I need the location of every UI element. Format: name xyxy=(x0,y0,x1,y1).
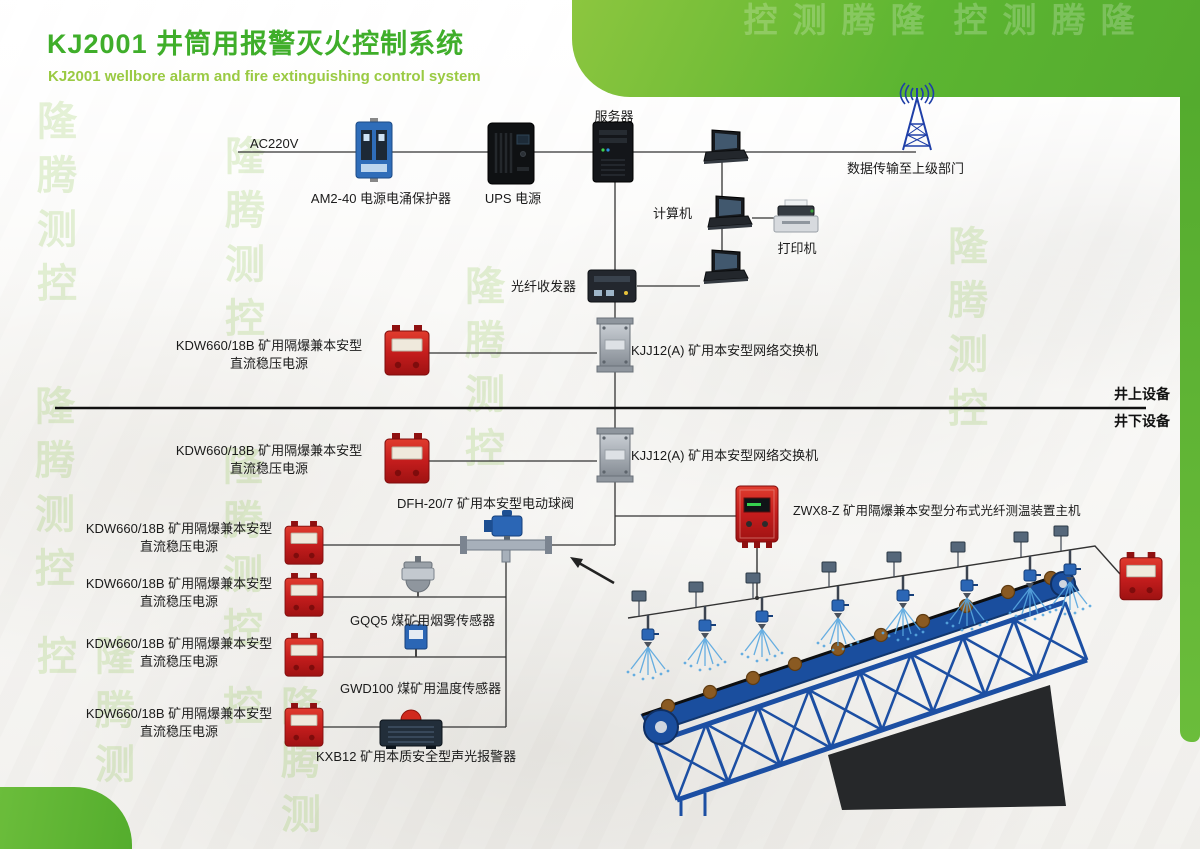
label-kdw-power-6: KDW660/18B 矿用隔爆兼本安型 直流稳压电源 xyxy=(73,705,285,741)
kdw-power-icon xyxy=(284,520,324,565)
printer-icon xyxy=(773,199,819,233)
label-kdw-line2: 直流稳压电源 xyxy=(139,654,218,669)
label-ups: UPS 电源 xyxy=(484,191,542,206)
sprinkler-icon xyxy=(815,560,861,653)
sprinkler-icon xyxy=(682,580,728,673)
kdw-power-icon xyxy=(284,702,324,747)
fiber-transceiver-icon xyxy=(587,269,637,303)
label-surface-equipment: 井上设备 xyxy=(1114,386,1170,402)
laptop-icon xyxy=(703,129,749,165)
label-kdw-power-1: KDW660/18B 矿用隔爆兼本安型 直流稳压电源 xyxy=(163,337,375,373)
network-switch-icon xyxy=(596,317,634,373)
label-kdw-line2: 直流稳压电源 xyxy=(139,539,218,554)
label-kdw-power-2: KDW660/18B 矿用隔爆兼本安型 直流稳压电源 xyxy=(163,442,375,478)
label-kdw-line1: KDW660/18B 矿用隔爆兼本安型 xyxy=(175,443,363,458)
label-kdw-power-5: KDW660/18B 矿用隔爆兼本安型 直流稳压电源 xyxy=(73,635,285,671)
page-subtitle: KJ2001 wellbore alarm and fire extinguis… xyxy=(48,68,481,85)
label-smoke-sensor: GQQ5 煤矿用烟雾传感器 xyxy=(350,613,496,628)
network-switch-icon xyxy=(596,427,634,483)
alarm-icon xyxy=(379,709,443,749)
label-kdw-line1: KDW660/18B 矿用隔爆兼本安型 xyxy=(85,706,273,721)
ball-valve-icon xyxy=(460,510,552,563)
surge-protector-icon xyxy=(355,118,393,182)
sprinkler-icon xyxy=(625,589,671,682)
page-title: KJ2001 井筒用报警灭火控制系统 xyxy=(47,29,465,59)
label-fiber-temp-host: ZWX8-Z 矿用隔爆兼本安型分布式光纤测温装置主机 xyxy=(793,504,1081,518)
kdw-power-icon xyxy=(284,632,324,677)
temp-sensor-icon xyxy=(404,620,428,657)
sprinkler-icon xyxy=(739,571,785,664)
label-underground-equipment: 井下设备 xyxy=(1114,413,1170,429)
flow-arrow-icon xyxy=(570,557,615,585)
kdw-power-icon xyxy=(384,324,430,376)
label-printer: 打印机 xyxy=(777,241,817,256)
label-kdw-line2: 直流稳压电源 xyxy=(229,356,308,371)
conveyor-rollers xyxy=(660,570,1059,714)
connection-lines xyxy=(238,151,916,728)
label-kdw-power-4: KDW660/18B 矿用隔爆兼本安型 直流稳压电源 xyxy=(73,575,285,611)
laptop-icon xyxy=(707,195,753,231)
label-kdw-line2: 直流稳压电源 xyxy=(139,724,218,739)
label-ac220v: AC220V xyxy=(250,136,299,151)
label-kdw-line1: KDW660/18B 矿用隔爆兼本安型 xyxy=(175,338,363,353)
label-kdw-line1: KDW660/18B 矿用隔爆兼本安型 xyxy=(85,521,273,536)
label-network-switch-1: KJJ12(A) 矿用本安型网络交换机 xyxy=(631,343,819,358)
label-kdw-line2: 直流稳压电源 xyxy=(229,461,308,476)
ups-icon xyxy=(487,122,535,185)
label-surge-protector: AM2-40 电源电涌保护器 xyxy=(310,191,452,206)
label-kdw-line1: KDW660/18B 矿用隔爆兼本安型 xyxy=(85,576,273,591)
header-green-shape xyxy=(572,0,1200,97)
laptop-icon xyxy=(703,249,749,285)
label-computer: 计算机 xyxy=(653,206,693,221)
label-network-switch-2: KJJ12(A) 矿用本安型网络交换机 xyxy=(631,448,819,463)
antenna-icon xyxy=(899,82,935,151)
sprinkler-icon xyxy=(880,550,926,643)
conveyor-icon xyxy=(640,570,1089,816)
sprinkler-icon xyxy=(944,540,990,633)
sprinkler-icon xyxy=(1047,524,1093,617)
label-alarm: KXB12 矿用本质安全型声光报警器 xyxy=(316,749,517,764)
right-green-bar xyxy=(1180,96,1200,742)
label-fiber-transceiver: 光纤收发器 xyxy=(511,279,577,294)
label-data-upload: 数据传输至上级部门 xyxy=(847,161,965,176)
label-kdw-line2: 直流稳压电源 xyxy=(139,594,218,609)
label-ball-valve: DFH-20/7 矿用本安型电动球阀 xyxy=(397,496,574,511)
junction-power-icon xyxy=(1119,551,1163,601)
kdw-power-icon xyxy=(384,432,430,484)
label-kdw-line1: KDW660/18B 矿用隔爆兼本安型 xyxy=(85,636,273,651)
kdw-power-icon xyxy=(284,572,324,617)
label-kdw-power-3: KDW660/18B 矿用隔爆兼本安型 直流稳压电源 xyxy=(73,520,285,556)
server-icon xyxy=(592,121,634,183)
fiber-temp-host-icon xyxy=(735,485,779,548)
smoke-sensor-icon xyxy=(401,556,435,597)
label-server: 服务器 xyxy=(594,109,634,124)
label-temp-sensor: GWD100 煤矿用温度传感器 xyxy=(340,681,502,696)
